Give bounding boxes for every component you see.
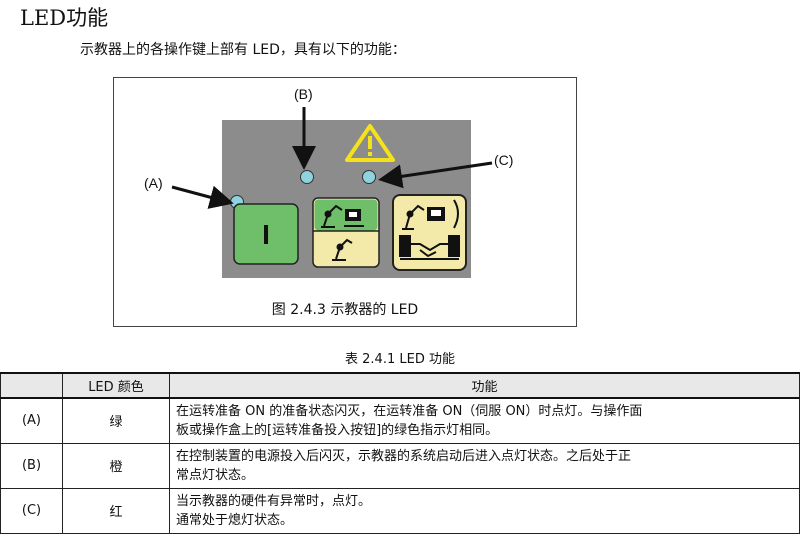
row-color: 红 [62, 487, 170, 534]
header-led-color: LED 颜色 [62, 372, 170, 399]
robot-handshake-icon [399, 199, 460, 260]
arrow-a [171, 185, 234, 209]
row-id: (B) [0, 442, 63, 489]
table-row: (B) 橙 在控制装置的电源投入后闪灭，示教器的系统启动后进入点灯状态。之后处于… [0, 442, 800, 489]
label-a: (A) [144, 175, 163, 191]
table-header-row: LED 颜色 功能 [0, 372, 800, 399]
button-glyph: I [262, 219, 270, 250]
warning-icon [345, 124, 395, 162]
header-id [0, 372, 63, 399]
figure-caption: 图 2.4.3 示教器的 LED [271, 302, 419, 318]
arrow-c [378, 161, 493, 189]
table-row: (C) 红 当示教器的硬件有异常时，点灯。 通常处于熄灯状态。 [0, 487, 800, 534]
row-color: 橙 [62, 442, 170, 489]
function-line: 板或操作盒上的[运转准备投入按钮]的绿色指示灯相同。 [176, 422, 499, 438]
function-line: 当示教器的硬件有异常时，点灯。 [176, 493, 372, 509]
table-row: (A) 绿 在运转准备 ON 的准备状态闪灭，在运转准备 ON（伺服 ON）时点… [0, 397, 800, 444]
table-caption: 表 2.4.1 LED 功能 [345, 352, 455, 367]
label-b: (B) [294, 86, 313, 102]
led-function-table: LED 颜色 功能 (A) 绿 在运转准备 ON 的准备状态闪灭，在运转准备 O… [0, 372, 800, 534]
page-heading: LED功能 [20, 6, 109, 30]
row-function: 当示教器的硬件有异常时，点灯。 通常处于熄灯状态。 [169, 487, 800, 534]
led-c [362, 170, 376, 184]
function-line: 常点灯状态。 [176, 467, 255, 483]
teach-mode-button[interactable] [312, 197, 380, 268]
row-id: (A) [0, 397, 63, 444]
led-b [300, 170, 314, 184]
row-function: 在控制装置的电源投入后闪灭，示教器的系统启动后进入点灯状态。之后处于正 常点灯状… [169, 442, 800, 489]
header-function: 功能 [169, 372, 800, 399]
row-color: 绿 [62, 397, 170, 444]
intro-text: 示教器上的各操作键上部有 LED，具有以下的功能： [80, 42, 406, 58]
robot-teach-icon [321, 204, 364, 261]
function-line: 在控制装置的电源投入后闪灭，示教器的系统启动后进入点灯状态。之后处于正 [176, 448, 632, 464]
pendant-panel-diagram: I [144, 86, 513, 278]
label-c: (C) [494, 152, 513, 168]
row-function: 在运转准备 ON 的准备状态闪灭，在运转准备 ON（伺服 ON）时点灯。与操作面… [169, 397, 800, 444]
function-line: 在运转准备 ON 的准备状态闪灭，在运转准备 ON（伺服 ON）时点灯。与操作面 [176, 403, 643, 419]
operation-ready-button[interactable] [233, 203, 299, 265]
function-line: 通常处于熄灯状态。 [176, 512, 294, 528]
figure-box: I [113, 77, 577, 327]
row-id: (C) [0, 487, 63, 534]
